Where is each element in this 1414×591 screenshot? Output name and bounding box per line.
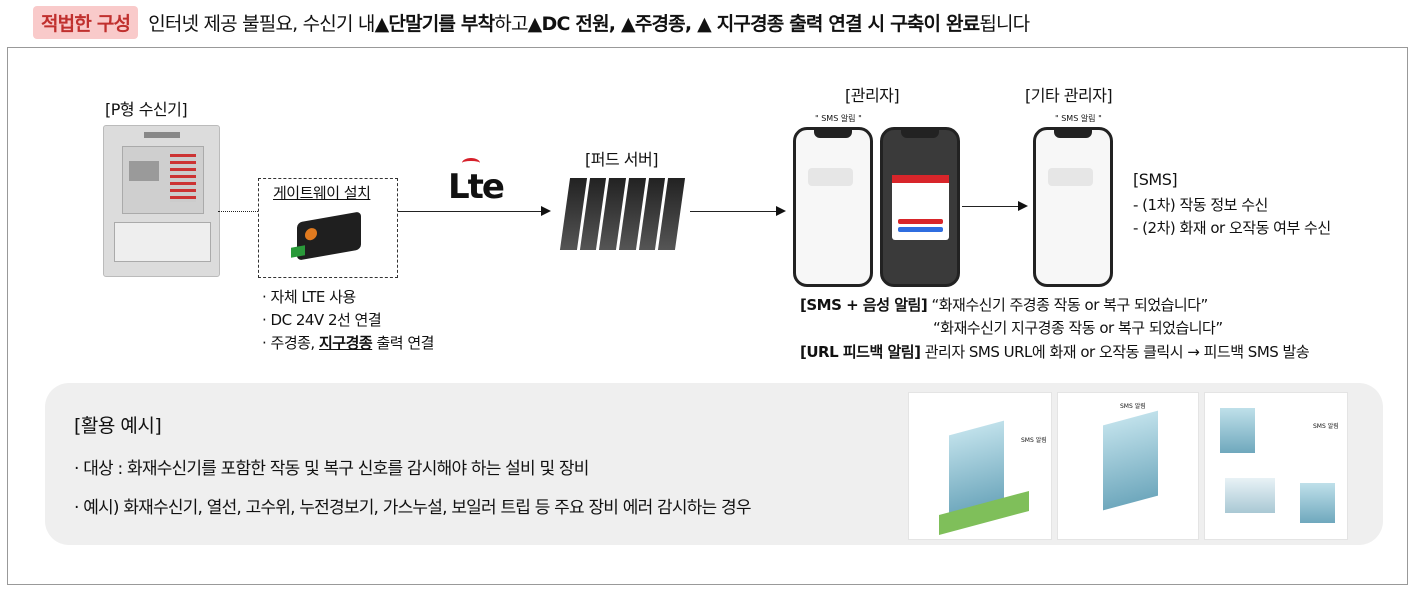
usage-scene-1: SMS 알림 bbox=[908, 392, 1052, 540]
url-alert-label: [URL 피드백 알림] bbox=[800, 343, 921, 361]
header-banner: 적법한 구성 인터넷 제공 불필요, 수신기 내 ▲단말기를 부착 하고 ▲DC… bbox=[33, 5, 1030, 39]
sms-title: [SMS] bbox=[1133, 170, 1178, 189]
gateway-bullet-1: · 자체 LTE 사용 bbox=[262, 288, 356, 306]
receiver-label: [P형 수신기] bbox=[105, 100, 188, 119]
header-tag: 적법한 구성 bbox=[33, 5, 139, 39]
other-admin-label: [기타 관리자] bbox=[1025, 86, 1113, 105]
lte-arrow-line bbox=[398, 211, 543, 212]
usage-scene-2: SMS 알림 bbox=[1057, 392, 1199, 540]
gateway-bullet-3-prefix: · 주경종, bbox=[262, 334, 319, 352]
gateway-bullet-2: · DC 24V 2선 연결 bbox=[262, 311, 382, 329]
server-label: [퍼드 서버] bbox=[585, 150, 658, 169]
usage-item-1: · 대상 : 화재수신기를 포함한 작동 및 복구 신호를 감시해야 하는 설비… bbox=[74, 459, 589, 479]
admin-phone-app bbox=[880, 127, 960, 287]
header-text-3: 하고 bbox=[494, 12, 528, 35]
voice-alert-msg-1: “화재수신기 주경종 작동 or 복구 되었습니다” bbox=[931, 296, 1208, 314]
gateway-device-image bbox=[291, 211, 361, 261]
admin-phone-sms bbox=[793, 127, 873, 287]
scene-3-caption: SMS 알림 bbox=[1313, 423, 1339, 430]
voice-alert-line: [SMS + 음성 알림] “화재수신기 주경종 작동 or 복구 되었습니다” bbox=[800, 295, 1208, 315]
voice-alert-label: [SMS + 음성 알림] bbox=[800, 296, 928, 314]
admin-sms-caption: " SMS 알림 " bbox=[815, 114, 862, 123]
voice-alert-msg-2: “화재수신기 지구경종 작동 or 복구 되었습니다” bbox=[933, 319, 1223, 337]
sms-item-2: - (2차) 화재 or 오작동 여부 수신 bbox=[1133, 219, 1331, 237]
gateway-label: 게이트웨이 설치 bbox=[273, 184, 371, 202]
gateway-box: 게이트웨이 설치 bbox=[258, 178, 398, 278]
other-admin-sms-caption: " SMS 알림 " bbox=[1055, 114, 1102, 123]
server-arrowhead bbox=[776, 206, 786, 216]
scene-2-caption: SMS 알림 bbox=[1120, 403, 1146, 410]
scene-1-caption: SMS 알림 bbox=[1021, 437, 1047, 444]
receiver-connector bbox=[218, 211, 258, 212]
usage-item-2: · 예시) 화재수신기, 열선, 고수위, 누전경보기, 가스누설, 보일러 트… bbox=[74, 498, 751, 518]
lte-logo: Lte bbox=[446, 167, 505, 207]
header-text-4: ▲DC 전원, ▲주경종, ▲ 지구경종 출력 연결 시 구축이 완료 bbox=[527, 12, 980, 35]
admin-label: [관리자] bbox=[845, 86, 900, 105]
lte-arrowhead bbox=[541, 206, 551, 216]
server-image bbox=[559, 178, 686, 250]
admin-arrowhead bbox=[1018, 201, 1028, 211]
admin-arrow-line bbox=[962, 206, 1020, 207]
gateway-bullet-3-underlined: 지구경종 bbox=[318, 334, 373, 352]
server-arrow-line bbox=[690, 211, 778, 212]
gateway-bullet-3: · 주경종, 지구경종 출력 연결 bbox=[262, 333, 434, 353]
header-text-5: 됩니다 bbox=[979, 12, 1030, 35]
usage-scene-3: SMS 알림 bbox=[1204, 392, 1348, 540]
usage-title: [활용 예시] bbox=[74, 415, 162, 437]
gateway-bullet-3-suffix: 출력 연결 bbox=[372, 334, 434, 352]
header-text-1: 인터넷 제공 불필요, 수신기 내 bbox=[148, 12, 375, 35]
receiver-image bbox=[103, 125, 220, 277]
diagram-frame bbox=[7, 47, 1408, 585]
header-text-2: ▲단말기를 부착 bbox=[374, 12, 496, 35]
url-alert-msg: 관리자 SMS URL에 화재 or 오작동 클릭시 → 피드백 SMS 발송 bbox=[924, 343, 1310, 361]
sms-item-1: - (1차) 작동 정보 수신 bbox=[1133, 196, 1268, 214]
signal-icon bbox=[462, 158, 480, 168]
other-admin-phone bbox=[1033, 127, 1113, 287]
url-alert-line: [URL 피드백 알림] 관리자 SMS URL에 화재 or 오작동 클릭시 … bbox=[800, 342, 1310, 362]
